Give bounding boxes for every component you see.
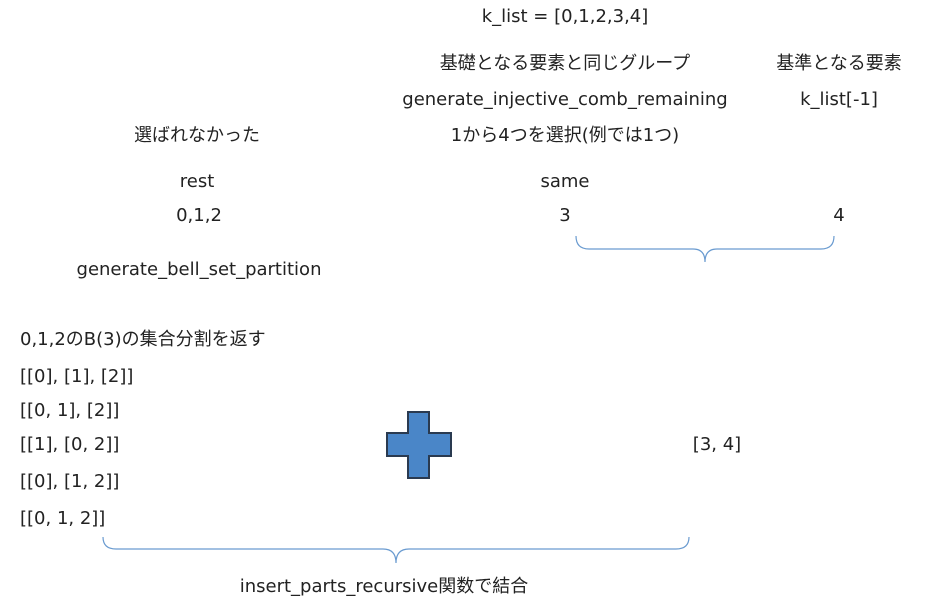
combine-brace bbox=[102, 536, 690, 564]
partition-item: [[0, 1, 2]] bbox=[20, 508, 106, 529]
plus-icon bbox=[386, 411, 452, 479]
combined-pair: [3, 4] bbox=[692, 434, 742, 455]
injective-comb-function: generate_injective_comb_remaining bbox=[402, 89, 728, 110]
reference-element-heading: 基準となる要素 bbox=[776, 53, 902, 74]
same-value: 3 bbox=[559, 205, 571, 226]
reference-value: 4 bbox=[833, 205, 845, 226]
same-label: same bbox=[540, 171, 590, 192]
rest-group-heading: 選ばれなかった bbox=[134, 125, 260, 146]
same-reference-brace bbox=[575, 235, 835, 263]
combine-function-label: insert_parts_recursive関数で結合 bbox=[239, 576, 529, 597]
bell-set-partition-function: generate_bell_set_partition bbox=[76, 259, 322, 280]
same-group-heading: 基礎となる要素と同じグループ bbox=[439, 53, 691, 74]
partition-item: [[1], [0, 2]] bbox=[20, 434, 120, 455]
reference-element-expr: k_list[-1] bbox=[800, 89, 878, 110]
rest-value: 0,1,2 bbox=[176, 205, 222, 226]
rest-label: rest bbox=[179, 171, 215, 192]
same-group-note: 1から4つを選択(例では1つ) bbox=[450, 125, 680, 146]
partition-description: 0,1,2のB(3)の集合分割を返す bbox=[20, 329, 266, 350]
partition-item: [[0, 1], [2]] bbox=[20, 400, 120, 421]
partition-item: [[0], [1], [2]] bbox=[20, 366, 134, 387]
partition-item: [[0], [1, 2]] bbox=[20, 471, 120, 492]
k-list-header: k_list = [0,1,2,3,4] bbox=[481, 6, 649, 27]
